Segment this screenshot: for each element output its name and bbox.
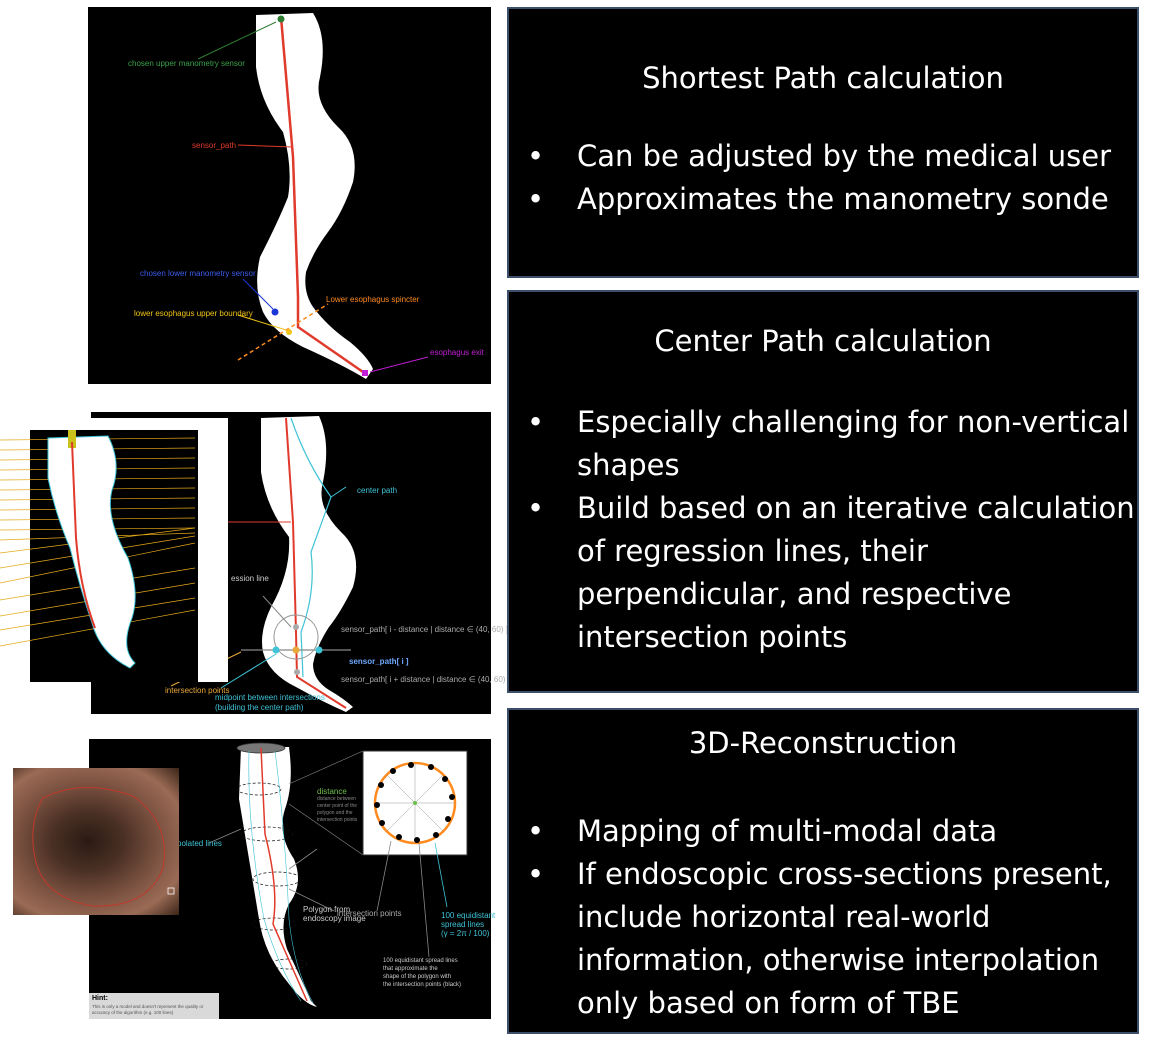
endoscopy-polygon-graphic	[32, 787, 175, 907]
polygon-label: Polygon from	[303, 905, 351, 914]
regression-lines-graphic	[0, 430, 198, 682]
spread-a-label-2: spread lines	[441, 920, 485, 929]
shortest-path-title: Shortest Path calculation	[642, 61, 1004, 95]
upper-boundary-label: lower esophagus upper boundary	[134, 309, 253, 318]
shortest-path-bullets: Can be adjusted by the medical user Appr…	[509, 135, 1137, 221]
shortest-path-figure: chosen upper manometry sensor sensor_pat…	[88, 7, 491, 384]
center-path-title: Center Path calculation	[654, 324, 992, 358]
distance-label: distance	[317, 787, 347, 796]
center-path-bullets: Especially challenging for non-vertical …	[509, 401, 1137, 659]
spread-b-label-2: that approximate the	[383, 966, 438, 972]
spread-b-label-4: the intersection points (black)	[383, 982, 462, 988]
shortest-path-box: Shortest Path calculation Can be adjuste…	[507, 7, 1139, 278]
exit-label: esophagus exit	[430, 348, 484, 357]
formula-minus-label: sensor_path[ i - distance | distance ∈ (…	[341, 625, 508, 634]
bullet-item: Mapping of multi-modal data	[509, 810, 1137, 853]
polygon-sub-label: endoscopy image	[303, 914, 366, 923]
bullet-item: Build based on an iterative calculation …	[509, 487, 1137, 659]
sphincter-label: Lower esophagus spincter	[326, 295, 420, 304]
spread-a-label-3: (γ = 2π / 100)	[441, 929, 490, 938]
hint-body: This is only a model and doesn't represe…	[92, 1004, 204, 1015]
interpolated-lines-label: polated lines	[177, 839, 222, 848]
midpoint-sub-label: (building the center path)	[215, 703, 304, 712]
esophagus-shape-1	[197, 13, 429, 379]
bullet-item: Can be adjusted by the medical user	[509, 135, 1137, 178]
distance-note-label: distance between center point of the pol…	[317, 796, 358, 823]
regression-inset	[0, 418, 228, 682]
lower-sensor-label: chosen lower manometry sensor	[140, 269, 256, 278]
midpoint-label: midpoint between intersections	[215, 693, 325, 702]
spread-a-label-1: 100 equidistant	[441, 911, 496, 920]
bullet-item: Especially challenging for non-vertical …	[509, 401, 1137, 487]
reconstruction-3d-graphic	[208, 742, 468, 1007]
spread-b-label-1: 100 equidistant spread lines	[383, 958, 458, 964]
formula-i-label: sensor_path[ i ]	[349, 657, 409, 666]
hint-box: Hint: This is only a model and doesn't r…	[89, 993, 219, 1019]
formula-plus-label: sensor_path[ i + distance | distance ∈ (…	[341, 675, 510, 684]
intersection-label-3: intersection points	[337, 909, 402, 918]
center-path-label: center path	[357, 486, 398, 495]
intersection-label-2: intersection points	[165, 686, 230, 695]
upper-sensor-label: chosen upper manometry sensor	[128, 59, 245, 68]
spread-b-label-3: shape of the polygon with	[383, 974, 452, 980]
hint-title: Hint:	[92, 995, 108, 1002]
bullet-item: If endoscopic cross-sections present, in…	[509, 853, 1137, 1025]
center-path-box: Center Path calculation Especially chall…	[507, 290, 1139, 693]
esophagus-shape-2	[170, 416, 357, 712]
reconstruction-box: 3D-Reconstruction Mapping of multi-modal…	[507, 708, 1139, 1034]
bullet-item: Approximates the manometry sonde	[509, 178, 1137, 221]
endoscopy-image	[13, 768, 179, 915]
regression-line-label: ession line	[231, 574, 269, 583]
sensor-path-label: sensor_path	[192, 141, 237, 150]
reconstruction-title: 3D-Reconstruction	[688, 726, 958, 760]
reconstruction-bullets: Mapping of multi-modal data If endoscopi…	[509, 810, 1137, 1025]
